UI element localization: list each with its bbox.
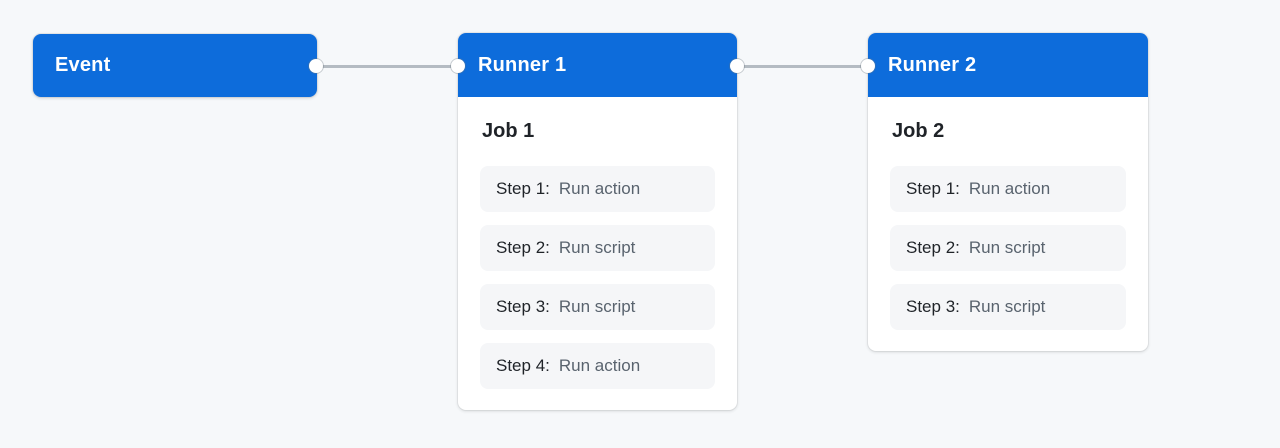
connector-dot-event-right <box>309 59 323 73</box>
step-label: Step 1: <box>496 179 550 198</box>
runner1-step-row-3: Step 3: Run script <box>480 284 715 330</box>
runner2-card: Runner 2 Job 2 Step 1: Run action Step 2… <box>868 33 1148 351</box>
event-node-label: Event <box>55 54 111 76</box>
step-value: Run script <box>558 238 636 257</box>
runner2-body: Job 2 Step 1: Run action Step 2: Run scr… <box>868 97 1148 351</box>
runner1-card: Runner 1 Job 1 Step 1: Run action Step 2… <box>458 33 737 410</box>
connector-line-event-runner1 <box>316 65 458 68</box>
step-label: Step 3: <box>906 297 960 316</box>
runner1-header: Runner 1 <box>458 33 737 97</box>
runner2-step-row-2: Step 2: Run script <box>890 225 1126 271</box>
runner1-step-row-1: Step 1: Run action <box>480 166 715 212</box>
step-value: Run action <box>558 179 641 198</box>
runner2-title: Runner 2 <box>888 53 977 76</box>
step-value: Run action <box>558 356 641 375</box>
step-value: Run action <box>968 179 1051 198</box>
step-label: Step 2: <box>496 238 550 257</box>
runner1-job-title: Job 1 <box>482 120 535 142</box>
step-label: Step 4: <box>496 356 550 375</box>
step-label: Step 3: <box>496 297 550 316</box>
connector-dot-runner1-left <box>451 59 465 73</box>
connector-line-runner1-runner2 <box>737 65 868 68</box>
runner1-step-row-2: Step 2: Run script <box>480 225 715 271</box>
runner1-body: Job 1 Step 1: Run action Step 2: Run scr… <box>458 97 737 410</box>
runner1-title: Runner 1 <box>478 53 567 76</box>
step-value: Run script <box>968 297 1046 316</box>
runner2-step-row-3: Step 3: Run script <box>890 284 1126 330</box>
connector-dot-runner1-right <box>730 59 744 73</box>
step-value: Run script <box>558 297 636 316</box>
runner2-header: Runner 2 <box>868 33 1148 97</box>
runner2-job-title: Job 2 <box>892 120 945 142</box>
step-value: Run script <box>968 238 1046 257</box>
event-node: Event <box>33 34 317 97</box>
runner1-step-row-4: Step 4: Run action <box>480 343 715 389</box>
connector-dot-runner2-left <box>861 59 875 73</box>
step-label: Step 1: <box>906 179 960 198</box>
runner2-step-row-1: Step 1: Run action <box>890 166 1126 212</box>
step-label: Step 2: <box>906 238 960 257</box>
